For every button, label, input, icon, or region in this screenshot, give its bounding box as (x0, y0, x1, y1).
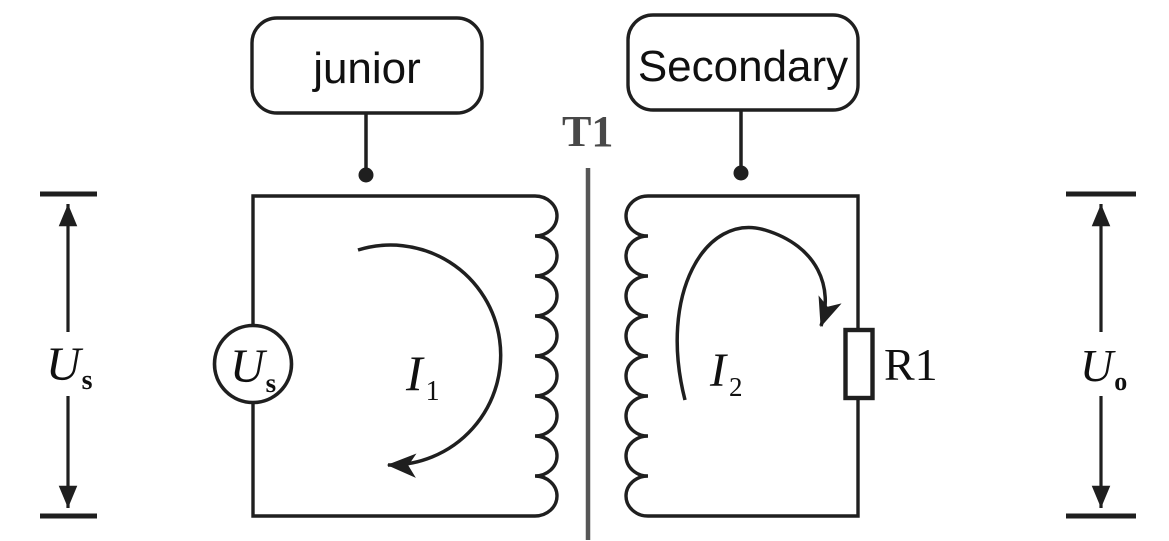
secondary-current-arrow (675, 225, 842, 401)
resistor-label: R1 (884, 339, 938, 390)
primary-box-label: junior (311, 44, 421, 93)
secondary-terminal-dot (733, 165, 749, 181)
input-voltage-label: Us (46, 338, 93, 396)
output-voltage-symbol-letter: U (1080, 340, 1116, 391)
secondary-winding-loop (624, 194, 860, 518)
voltage-source-symbol (212, 323, 294, 405)
primary-terminal-dot (358, 167, 374, 183)
voltage-source-subscript: s (266, 368, 277, 398)
voltage-source-label: Us (230, 340, 276, 398)
voltage-source-symbol-letter: U (230, 340, 268, 393)
transformer-label: T1 (562, 107, 613, 156)
input-voltage-dimension (40, 191, 97, 519)
resistor-symbol (843, 327, 875, 401)
primary-current-symbol-letter: I (405, 345, 425, 401)
secondary-box-label: Secondary (638, 42, 848, 91)
output-voltage-subscript: o (1114, 367, 1127, 396)
input-voltage-subscript: s (82, 365, 93, 396)
primary-current-subscript: 1 (426, 376, 440, 407)
output-voltage-dimension (1066, 191, 1136, 519)
input-voltage-symbol-letter: U (46, 338, 84, 391)
circuit-lines (40, 13, 1136, 519)
secondary-current-symbol-letter: I (709, 344, 728, 397)
secondary-callout-box (626, 13, 860, 112)
output-voltage-label: Uo (1080, 340, 1127, 396)
secondary-current-subscript: 2 (729, 372, 743, 402)
primary-winding-loop (251, 194, 559, 518)
primary-current-arrow (357, 243, 503, 478)
